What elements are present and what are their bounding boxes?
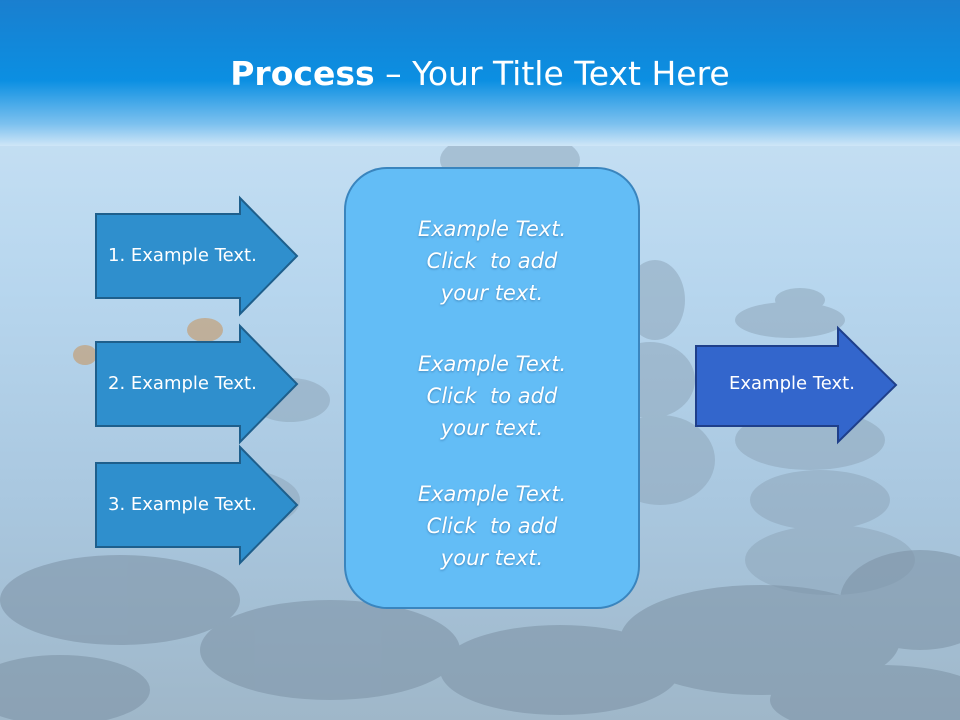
center-text-line: Example Text. <box>417 352 567 376</box>
input-arrow-3[interactable] <box>95 444 299 566</box>
center-text-block-2: Example Text. Click to add your text. <box>345 348 639 444</box>
center-text-line: your text. <box>440 416 544 440</box>
center-text-line: Example Text. <box>417 482 567 506</box>
input-arrow-1[interactable] <box>95 195 299 317</box>
output-arrow-label: Example Text. <box>729 373 855 394</box>
output-arrow[interactable] <box>695 325 898 445</box>
input-arrow-2[interactable] <box>95 323 299 445</box>
title-header-band <box>0 0 960 146</box>
center-text-line: your text. <box>440 281 544 305</box>
center-process-box[interactable] <box>344 167 640 609</box>
center-text-block-3: Example Text. Click to add your text. <box>345 478 639 574</box>
center-text-line: Click to add <box>426 514 558 538</box>
center-text-line: Example Text. <box>417 217 567 241</box>
title-bold-part: Process <box>230 54 375 93</box>
center-text-block-1: Example Text. Click to add your text. <box>345 213 639 309</box>
title-rest-part: – Your Title Text Here <box>374 54 730 93</box>
input-arrow-3-label: 3. Example Text. <box>108 494 257 515</box>
input-arrow-1-label: 1. Example Text. <box>108 245 257 266</box>
slide-title[interactable]: Process – Your Title Text Here <box>0 52 960 96</box>
center-text-line: Click to add <box>426 384 558 408</box>
center-text-line: your text. <box>440 546 544 570</box>
input-arrow-2-label: 2. Example Text. <box>108 373 257 394</box>
center-text-line: Click to add <box>426 249 558 273</box>
